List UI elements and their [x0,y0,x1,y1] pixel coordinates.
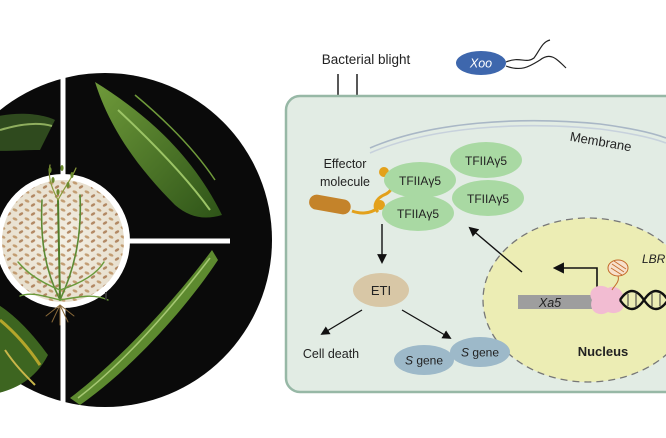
flagellum-lower [505,55,567,70]
arrow-to-cell-death [320,309,363,335]
tfiia-label-2: TFIIAγ5 [399,174,441,188]
eti-label: ETI [371,283,391,298]
xa5-gene-bar [518,295,592,309]
tfiia-protein-2 [384,162,456,198]
xoo-body [456,51,506,75]
scale-bar [105,292,107,300]
s-gene-node-2 [450,337,510,367]
rice-plant-illustration [17,164,109,326]
xoo-label: Xoo [469,57,492,71]
s-gene-label-2: S gene [461,346,499,360]
cell-death-label: Cell death [303,347,359,361]
leaf-photo-top-left [0,113,55,151]
effector-label-line2: molecule [320,175,370,189]
nucleus-label: Nucleus [578,344,629,359]
arrow-to-s-gene [401,309,452,339]
lbr-protein [590,285,624,315]
xa5-label: Xa5 [538,296,561,310]
tfiia-label-4: TFIIAγ5 [397,207,439,221]
tfiia-protein-3 [452,180,524,216]
tfiia-protein-1 [450,142,522,178]
s-gene-label-1: S gene [405,354,443,368]
s-gene-node-1 [394,345,454,375]
lbr-effector [607,259,629,291]
cell-membrane [369,119,666,154]
leaf-photo-bottom-left [0,305,48,393]
dna-helix [619,289,666,311]
tfiia-label-3: TFIIAγ5 [467,192,509,206]
leaf-photo-top-right [95,82,222,218]
arrow-to-tfiia [468,226,523,273]
lbr-label: LBR [642,252,666,266]
tfiia-cluster: TFIIAγ5 TFIIAγ5 TFIIAγ5 TFIIAγ5 [382,142,524,231]
xoo-bacterium: Xoo [456,39,567,75]
leaf-photo-bottom-right [70,250,218,405]
tfiia-protein-4 [382,195,454,231]
tfiia-label-1: TFIIAγ5 [465,154,507,168]
flagellum-upper [505,39,551,63]
rice-photo-wheel [0,70,272,410]
effector-label-line1: Effector [324,157,367,171]
transcription-arrow [552,262,598,292]
bacterial-blight-label: Bacterial blight [322,52,411,67]
seed-texture [2,180,124,302]
eti-node [353,273,409,307]
